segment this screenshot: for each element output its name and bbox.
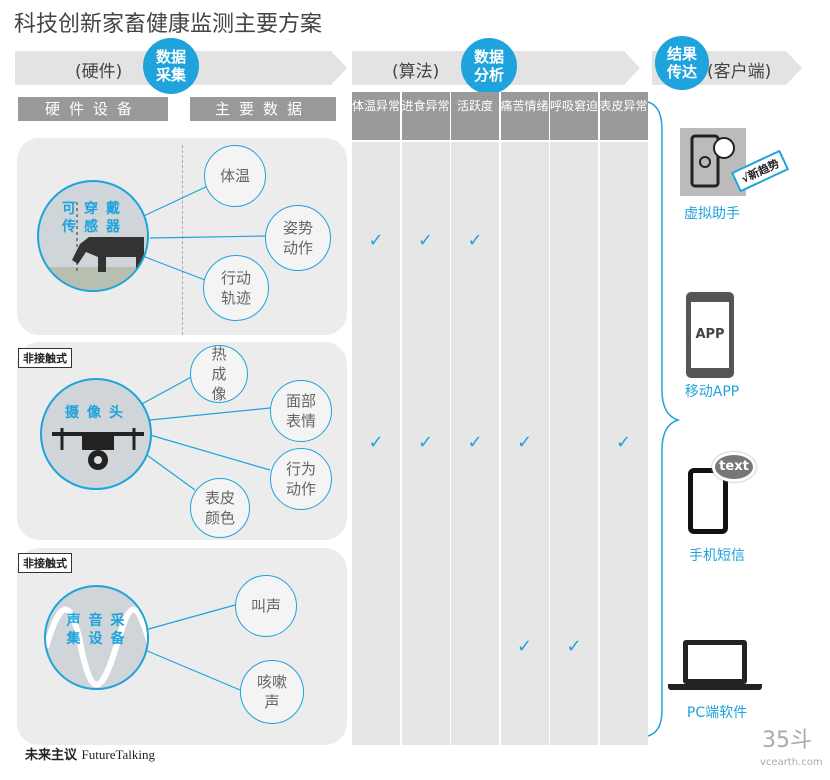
non-contact-tag: 非接触式 (18, 553, 72, 573)
check-icon: ✓ (467, 230, 483, 251)
client-label: 移动APP (684, 384, 740, 400)
client-label: 虚拟助手 (684, 206, 740, 222)
check-icon: ✓ (368, 230, 384, 251)
cow-icon (39, 202, 147, 290)
stage-circle-analyze: 数据分析 (461, 38, 517, 94)
data-bubble: 热成像 (190, 345, 248, 403)
column-header: 痛苦情绪 (500, 92, 549, 140)
column-cell (451, 142, 499, 745)
drone-icon (52, 428, 144, 470)
header-data: 主要数据 (190, 97, 336, 121)
mobile-phone-icon: APP (686, 292, 734, 378)
data-bubble: 行动轨迹 (203, 255, 269, 321)
watermark: 35斗 (762, 728, 812, 753)
check-icon: ✓ (516, 636, 533, 657)
column-header: 体温异常 (352, 92, 400, 140)
bracket-line (647, 101, 680, 737)
sms-bubble-text: text (712, 452, 756, 482)
column-cell (352, 142, 400, 745)
connector-lines (134, 184, 271, 691)
data-bubble: 咳嗽声 (240, 660, 304, 724)
data-bubble: 面部表情 (270, 380, 332, 442)
column-header: 呼吸窘迫 (550, 92, 598, 140)
column-header: 进食异常 (401, 92, 450, 140)
wearable-sensor-image (37, 180, 149, 292)
check-icon: ✓ (467, 432, 483, 453)
laptop-icon (683, 640, 747, 684)
data-bubble: 叫声 (235, 575, 297, 637)
header-hardware: 硬件设备 (18, 97, 168, 121)
data-bubble: 姿势动作 (265, 205, 331, 271)
column-header: 表皮异常 (599, 92, 648, 140)
stage-label: (算法) (392, 62, 440, 82)
device-label: 可穿戴传感器 (62, 201, 128, 235)
stage-label: (硬件) (75, 62, 123, 82)
client-label: PC端软件 (686, 705, 748, 721)
brand-en: FutureTalking (81, 747, 156, 762)
virtual-assistant-icon (680, 128, 746, 196)
check-icon: ✓ (417, 230, 434, 251)
check-icon: ✓ (615, 432, 632, 453)
column-cell (401, 142, 450, 745)
watermark-site: vcearth.com (760, 757, 823, 768)
divider (182, 145, 183, 335)
laptop-base (668, 684, 762, 690)
app-screen-text: APP (691, 302, 729, 368)
column-cell (550, 142, 598, 745)
brand-cn: 未来主议 (25, 748, 78, 763)
stage-label: (客户端) (707, 62, 772, 82)
column-cell (599, 142, 648, 745)
check-icon: ✓ (368, 432, 384, 453)
page-title: 科技创新家畜健康监测主要方案 (14, 12, 323, 37)
stage-circle-deliver: 结果传达 (655, 36, 709, 90)
footer-brand: 未来主议 FutureTalking (25, 744, 155, 763)
stage-circle-collect: 数据采集 (143, 38, 199, 94)
device-label: 摄像头 (65, 405, 131, 421)
check-icon: ✓ (516, 432, 533, 453)
sound-wave-icon (46, 606, 147, 688)
column-cell (500, 142, 549, 745)
client-label: 手机短信 (689, 548, 745, 564)
column-header: 活跃度 (451, 92, 499, 140)
data-bubble: 体温 (204, 145, 266, 207)
data-bubble: 表皮颜色 (190, 478, 250, 538)
device-label: 声音采集设备 (66, 613, 133, 647)
data-bubble: 行为动作 (270, 448, 332, 510)
check-icon: ✓ (417, 432, 434, 453)
non-contact-tag: 非接触式 (18, 348, 72, 368)
check-icon: ✓ (566, 636, 582, 657)
camera-drone-image (40, 378, 152, 490)
audio-sensor-image (44, 585, 149, 690)
